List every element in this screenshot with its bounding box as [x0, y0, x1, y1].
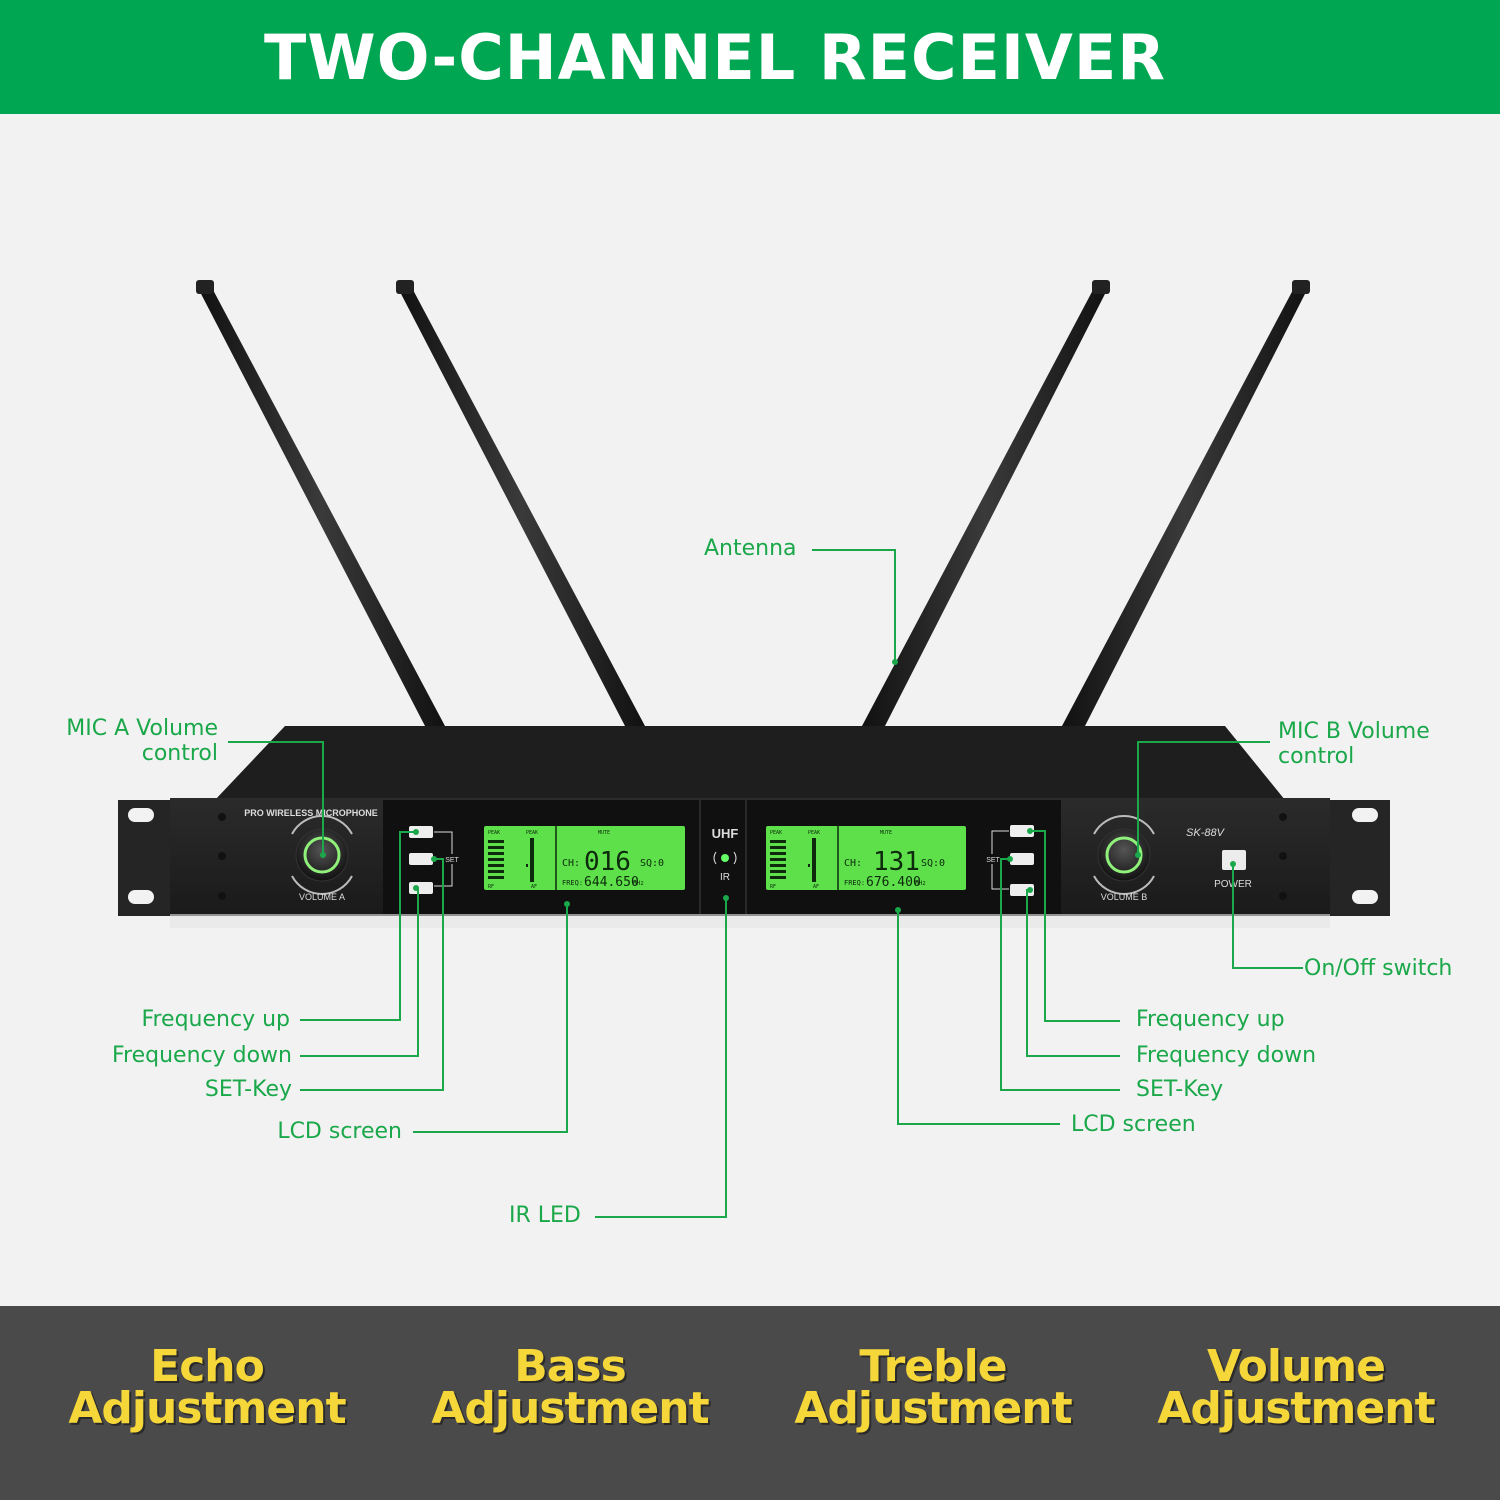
lcd-a-sq: 0	[658, 858, 664, 869]
lcd-b-mute: MUTE	[880, 830, 892, 836]
power-button[interactable]	[1222, 850, 1246, 870]
lcd-b-channel: 131	[873, 847, 920, 877]
lcd-a-unit: MHz	[633, 880, 644, 887]
lcd-screen-b: PEAK PEAK RF AF MUTE CH: 131 SQ: 0 FREQ:…	[766, 826, 966, 890]
panel-screws	[218, 813, 1287, 900]
page-title: TWO-CHANNEL RECEIVER	[264, 20, 1166, 94]
right-freq-down-callout: Frequency down	[1136, 1043, 1317, 1068]
lcd-b-freq: 676.400	[866, 875, 921, 890]
uhf-label: UHF	[712, 826, 739, 841]
feature-bass-line1: Bass	[514, 1341, 627, 1392]
lcd-a-af: AF	[531, 884, 537, 890]
model-label: SK-88V	[1186, 827, 1226, 839]
lcd-b-peak: PEAK	[770, 830, 782, 836]
mic-a-volume-callout: MIC A Volume control	[66, 716, 218, 766]
lcd-screen-a: PEAK PEAK RF AF MUTE CH: 016 SQ: 0 FREQ:…	[484, 826, 685, 890]
lcd-b-sq: 0	[939, 858, 945, 869]
receiver-illustration: PRO WIRELESS MICROPHONE VOLUME A VOLUME …	[118, 280, 1390, 1218]
lcd-a-rf: RF	[488, 884, 494, 890]
right-lcd-callout: LCD screen	[1071, 1112, 1196, 1137]
lcd-b-af: AF	[813, 884, 819, 890]
on-off-switch-callout: On/Off switch	[1304, 956, 1453, 981]
feature-bar: Echo Adjustment Bass Adjustment Treble A…	[0, 1306, 1500, 1500]
ir-label: IR	[720, 872, 730, 883]
feature-volume: Volume Adjustment	[1126, 1341, 1466, 1434]
feature-treble-line2: Adjustment	[794, 1383, 1072, 1434]
feature-echo: Echo Adjustment	[37, 1341, 377, 1434]
lcd-b-freq-label: FREQ:	[844, 879, 865, 887]
lcd-a-freq-label: FREQ:	[562, 879, 583, 887]
antenna-1	[196, 280, 445, 726]
lcd-a-channel: 016	[584, 847, 631, 877]
antenna-3	[862, 280, 1110, 726]
feature-echo-line1: Echo	[150, 1341, 265, 1392]
lcd-b-rf: RF	[770, 884, 776, 890]
mic-b-volume-callout: MIC B Volume control	[1278, 719, 1430, 769]
header-banner: TWO-CHANNEL RECEIVER	[0, 0, 1500, 114]
right-set-label: SET	[986, 857, 1000, 864]
right-freq-up-key[interactable]	[1010, 825, 1034, 837]
right-lcd-leader	[897, 910, 1060, 1125]
antenna-callout: Antenna	[704, 536, 797, 561]
chassis-top	[215, 726, 1285, 800]
lcd-a-sq-label: SQ:	[640, 858, 658, 869]
volume-b-label: VOLUME B	[1101, 892, 1148, 902]
on-off-leader	[1232, 864, 1303, 969]
right-set-key[interactable]	[1010, 853, 1034, 865]
left-freq-up-callout: Frequency up	[141, 1007, 290, 1032]
left-lcd-leader	[413, 904, 568, 1133]
antenna-4	[1062, 280, 1310, 726]
feature-echo-line2: Adjustment	[68, 1383, 346, 1434]
product-diagram: PRO WIRELESS MICROPHONE VOLUME A VOLUME …	[0, 114, 1500, 1306]
lcd-a-peak: PEAK	[488, 830, 500, 836]
left-lcd-callout: LCD screen	[277, 1119, 402, 1144]
lcd-a-peak-af: PEAK	[526, 830, 538, 836]
feature-treble-line1: Treble	[859, 1341, 1007, 1392]
right-set-key-callout: SET-Key	[1136, 1077, 1224, 1102]
lcd-a-mute: MUTE	[598, 830, 610, 836]
left-set-key[interactable]	[409, 853, 433, 865]
mic-b-leader	[1137, 741, 1270, 855]
left-set-key-callout: SET-Key	[204, 1077, 292, 1102]
left-freq-down-callout: Frequency down	[111, 1043, 292, 1068]
ir-led-callout: IR LED	[509, 1203, 581, 1228]
leader-dots	[320, 659, 1236, 913]
lcd-b-peak-af: PEAK	[808, 830, 820, 836]
right-set-leader	[1000, 858, 1120, 1091]
lcd-a-ch-label: CH:	[562, 858, 580, 869]
feature-bass-line2: Adjustment	[431, 1383, 709, 1434]
antenna-2	[396, 280, 645, 726]
leader-lines	[228, 549, 1303, 1218]
volume-a-label: VOLUME A	[299, 892, 345, 902]
left-keypad: SET	[409, 826, 463, 894]
lcd-a-freq: 644.650	[584, 875, 639, 890]
left-freq-up-key[interactable]	[409, 826, 433, 838]
lcd-b-sq-label: SQ:	[921, 858, 939, 869]
left-freq-down-key[interactable]	[409, 882, 433, 894]
feature-volume-line2: Adjustment	[1157, 1383, 1435, 1434]
feature-treble: Treble Adjustment	[763, 1341, 1103, 1434]
feature-bass: Bass Adjustment	[400, 1341, 740, 1434]
right-freq-up-leader	[1030, 830, 1120, 1022]
mic-a-leader	[228, 741, 324, 855]
feature-volume-line1: Volume	[1207, 1341, 1386, 1392]
left-freq-up-leader	[300, 831, 416, 1021]
antenna-leader	[812, 549, 896, 662]
brand-text: PRO WIRELESS MICROPHONE	[244, 808, 378, 818]
lcd-b-ch-label: CH:	[844, 858, 862, 869]
left-set-label: SET	[445, 857, 459, 864]
left-set-leader	[300, 858, 444, 1091]
lcd-b-unit: MHz	[915, 880, 926, 887]
ir-led-leader	[595, 898, 727, 1218]
right-freq-up-callout: Frequency up	[1136, 1007, 1285, 1032]
ir-sensor-icon	[713, 851, 737, 865]
